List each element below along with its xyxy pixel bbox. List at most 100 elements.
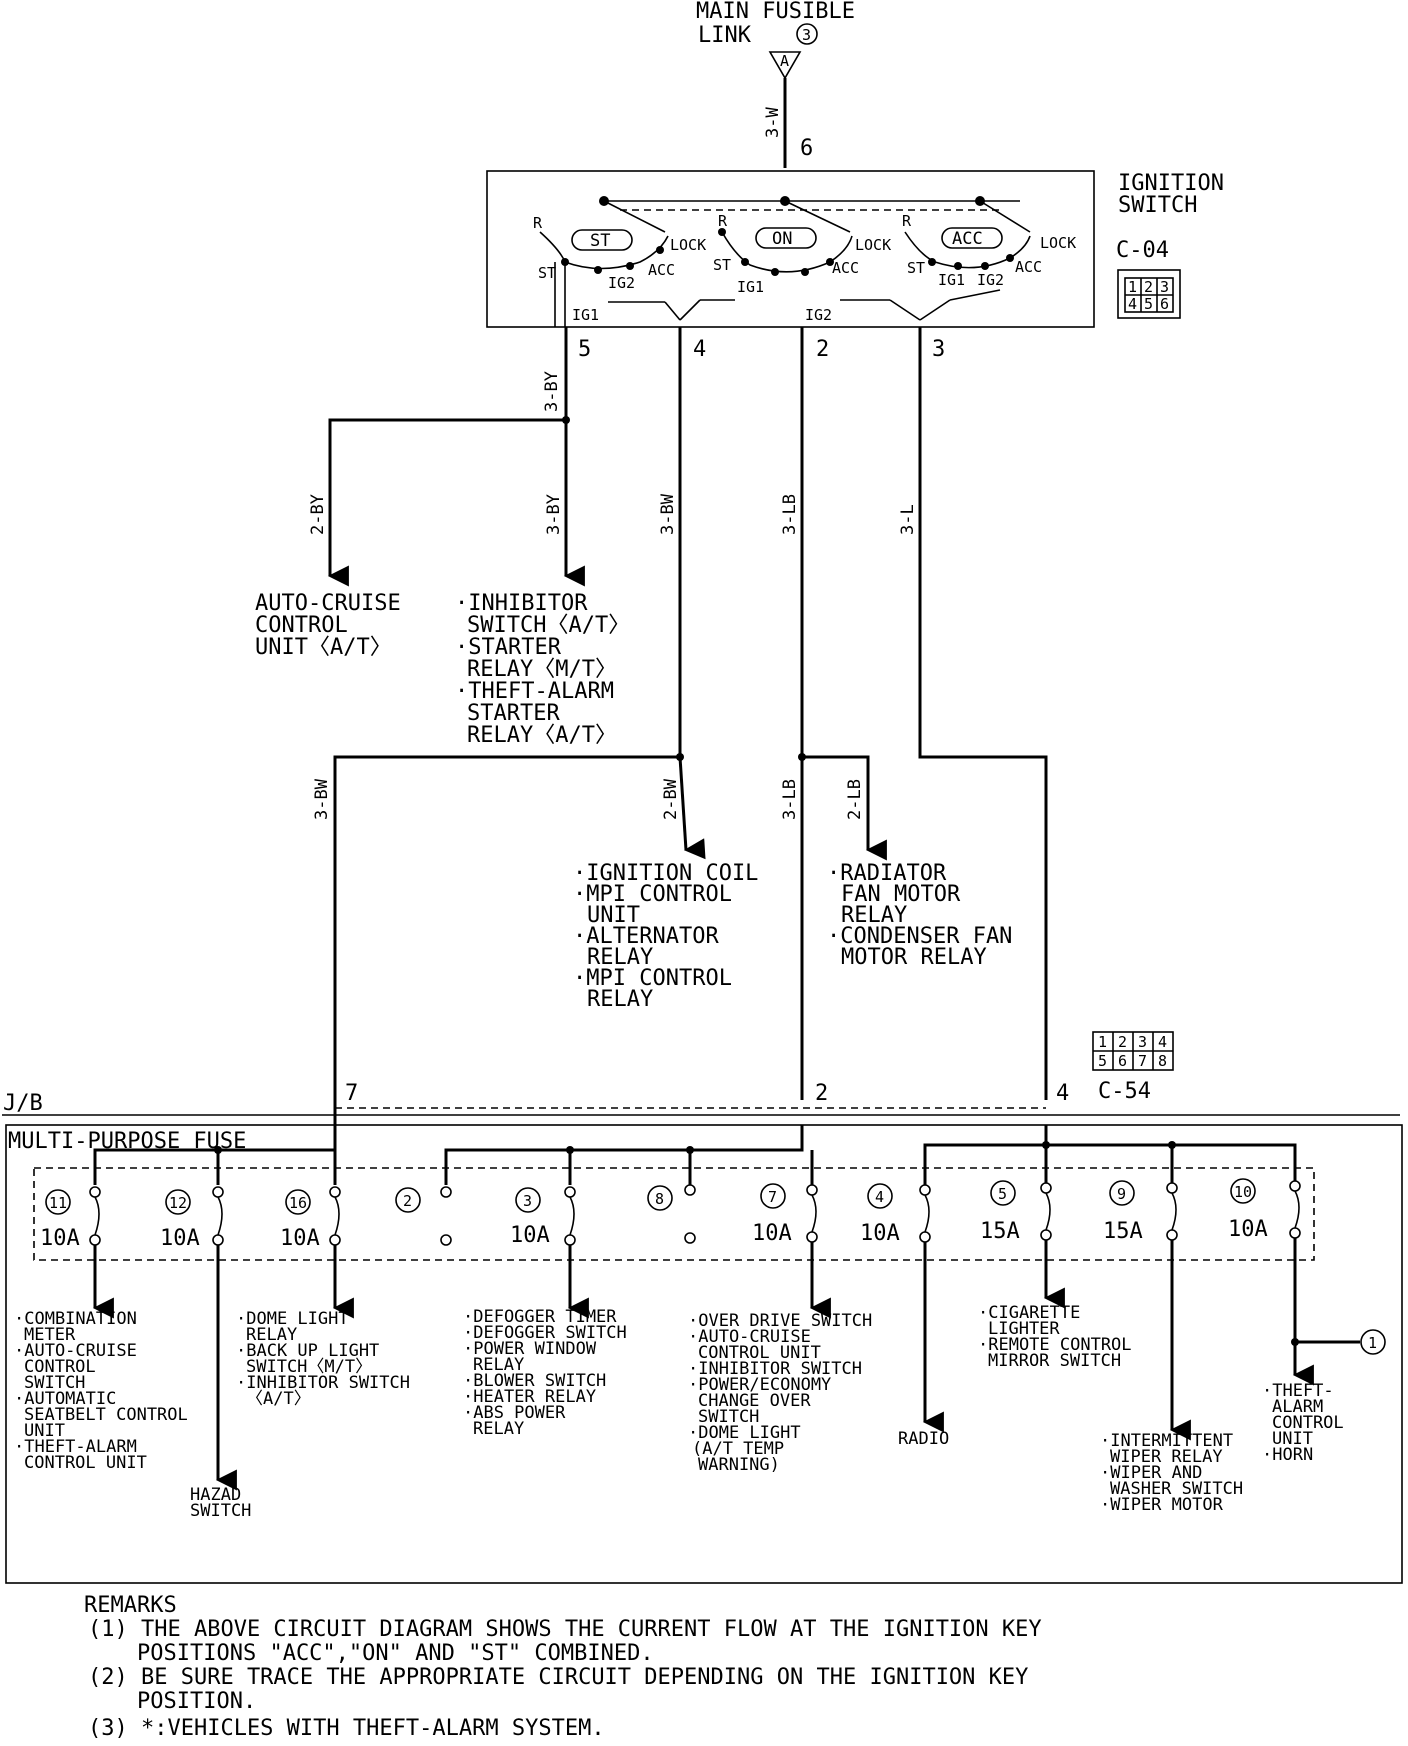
svg-text:RELAY: RELAY <box>587 987 653 1012</box>
svg-text:·REMOTE CONTROL: ·REMOTE CONTROL <box>978 1335 1132 1355</box>
svg-text:CONTROL: CONTROL <box>255 613 348 638</box>
svg-text:1: 1 <box>1128 278 1137 296</box>
svg-text:IG2: IG2 <box>608 274 635 292</box>
svg-text:LOCK: LOCK <box>670 236 706 254</box>
svg-text:·CIGARETTE: ·CIGARETTE <box>978 1303 1080 1323</box>
dest-radiator-fan: ·RADIATOR FAN MOTOR RELAY ·CONDENSER FAN… <box>827 861 1012 970</box>
svg-text:IG1: IG1 <box>737 278 764 296</box>
ref-1-label: 1 <box>1368 1334 1377 1352</box>
svg-text:10A: 10A <box>160 1226 200 1251</box>
svg-text:·RADIATOR: ·RADIATOR <box>827 861 947 886</box>
svg-text:SWITCH: SWITCH <box>24 1373 85 1393</box>
ignition-switch-box <box>486 170 1095 328</box>
fuse-16: 16 10A <box>280 1186 341 1251</box>
svg-text:ST: ST <box>907 259 925 277</box>
svg-text:IG2: IG2 <box>805 306 832 324</box>
wire-label-2BY: 2-BY <box>308 494 328 535</box>
svg-text:11: 11 <box>49 1194 67 1212</box>
switch-pos-st: ST <box>590 231 610 251</box>
svg-text:RELAY: RELAY <box>246 1325 297 1345</box>
svg-text:ST: ST <box>713 256 731 274</box>
fusible-link-number: 3 <box>802 26 811 44</box>
load-fuse-5: ·CIGARETTE LIGHTER ·REMOTE CONTROL MIRRO… <box>978 1303 1132 1371</box>
wire-label-3BW: 3-BW <box>658 493 678 535</box>
svg-text:2: 2 <box>1118 1033 1127 1051</box>
svg-text:5: 5 <box>1098 1052 1107 1070</box>
svg-text:·WIPER AND: ·WIPER AND <box>1100 1463 1202 1483</box>
svg-text:·BLOWER SWITCH: ·BLOWER SWITCH <box>463 1371 606 1391</box>
svg-text:WASHER SWITCH: WASHER SWITCH <box>1110 1479 1243 1499</box>
svg-text:·AUTOMATIC: ·AUTOMATIC <box>14 1389 116 1409</box>
svg-text:IG1: IG1 <box>938 271 965 289</box>
svg-text:STARTER: STARTER <box>467 701 560 726</box>
svg-text:12: 12 <box>169 1194 187 1212</box>
wire-label-3BY: 3-BY <box>544 494 564 535</box>
svg-text:R: R <box>533 214 543 232</box>
svg-text:POSITIONS "ACC","ON" AND "ST": POSITIONS "ACC","ON" AND "ST" COMBINED. <box>137 1641 654 1666</box>
ignition-pin-2: 2 <box>816 337 829 362</box>
connector-a-symbol <box>768 51 802 80</box>
wire-3BW-left <box>333 755 680 1125</box>
svg-text:·DEFOGGER SWITCH: ·DEFOGGER SWITCH <box>463 1323 627 1343</box>
svg-text:·MPI CONTROL: ·MPI CONTROL <box>573 882 732 907</box>
svg-text:8: 8 <box>655 1190 664 1208</box>
svg-text:SWITCH: SWITCH <box>190 1501 251 1521</box>
svg-text:10A: 10A <box>1228 1217 1268 1242</box>
svg-text:LOCK: LOCK <box>855 236 891 254</box>
svg-text:·MPI CONTROL: ·MPI CONTROL <box>573 966 732 991</box>
svg-text:LOCK: LOCK <box>1040 234 1076 252</box>
svg-text:UNIT〈A/T〉: UNIT〈A/T〉 <box>255 635 392 660</box>
svg-text:·WIPER MOTOR: ·WIPER MOTOR <box>1100 1495 1224 1515</box>
svg-text:1: 1 <box>1098 1033 1107 1051</box>
svg-text:·INTERMITTENT: ·INTERMITTENT <box>1100 1431 1233 1451</box>
wire-2BW <box>678 756 706 860</box>
wire-label-2LB: 2-LB <box>845 779 865 820</box>
svg-text:·INHIBITOR SWITCH: ·INHIBITOR SWITCH <box>688 1359 862 1379</box>
svg-text:ACC: ACC <box>1015 258 1042 276</box>
svg-text:IG1: IG1 <box>572 306 599 324</box>
switch-pos-on: ON <box>772 229 792 249</box>
svg-text:·DEFOGGER TIMER: ·DEFOGGER TIMER <box>463 1307 617 1327</box>
svg-text:·AUTO-CRUISE: ·AUTO-CRUISE <box>14 1341 137 1361</box>
main-fusible-link-label-2: LINK <box>698 23 752 48</box>
svg-text:SEATBELT CONTROL: SEATBELT CONTROL <box>24 1405 188 1425</box>
svg-text:REMARKS: REMARKS <box>84 1593 177 1618</box>
fuse-output-wires <box>92 1238 1360 1491</box>
svg-text:·THEFT-: ·THEFT- <box>1262 1381 1334 1401</box>
svg-text:·HORN: ·HORN <box>1262 1445 1313 1465</box>
ignition-switch-internals: ST ON ACC R ST LOCK ACC IG2 R ST LOCK AC… <box>533 196 1076 327</box>
svg-text:·THEFT-ALARM: ·THEFT-ALARM <box>14 1437 137 1457</box>
svg-text:CONTROL UNIT: CONTROL UNIT <box>24 1453 147 1473</box>
ignition-switch-title-2: SWITCH <box>1118 193 1197 218</box>
connector-c54-icon: 1 2 3 4 5 6 7 8 <box>1092 1031 1174 1071</box>
fuse-9: 9 15A <box>1103 1180 1178 1244</box>
fuse-5: 5 15A <box>980 1180 1052 1244</box>
ignition-connector-id: C-04 <box>1116 238 1169 263</box>
svg-text:6: 6 <box>1118 1052 1127 1070</box>
svg-text:2: 2 <box>1144 278 1153 296</box>
svg-text:·DOME LIGHT: ·DOME LIGHT <box>236 1309 349 1329</box>
connector-a-label: A <box>780 52 789 70</box>
load-fuse-10: ·THEFT- ALARM CONTROL UNIT ·HORN <box>1262 1381 1344 1465</box>
svg-text:3: 3 <box>1138 1033 1147 1051</box>
jb-box <box>5 1124 1403 1584</box>
svg-text:〈A/T〉: 〈A/T〉 <box>246 1389 311 1409</box>
fuse-11: 11 10A <box>40 1186 101 1251</box>
svg-text:WARNING): WARNING) <box>698 1455 780 1475</box>
svg-text:CONTROL: CONTROL <box>1272 1413 1344 1433</box>
switch-pos-acc: ACC <box>952 229 983 249</box>
switch-pos-st-badge <box>571 229 633 251</box>
svg-text:10A: 10A <box>752 1221 792 1246</box>
svg-text:·DOME LIGHT: ·DOME LIGHT <box>688 1423 801 1443</box>
svg-text:RELAY: RELAY <box>473 1419 524 1439</box>
wire-label-3L: 3-L <box>898 504 918 535</box>
load-fuse-11: ·COMBINATION METER ·AUTO-CRUISE CONTROL … <box>14 1309 188 1473</box>
svg-text:FAN MOTOR: FAN MOTOR <box>841 882 961 907</box>
svg-text:UNIT: UNIT <box>587 903 640 928</box>
svg-text:UNIT: UNIT <box>24 1421 65 1441</box>
wire-label-2BW: 2-BW <box>661 778 681 820</box>
fuse-2-spare: 2 <box>395 1186 452 1246</box>
fuse-4: 4 10A <box>860 1183 931 1246</box>
svg-text:10A: 10A <box>280 1226 320 1251</box>
svg-text:·STARTER: ·STARTER <box>455 635 562 660</box>
